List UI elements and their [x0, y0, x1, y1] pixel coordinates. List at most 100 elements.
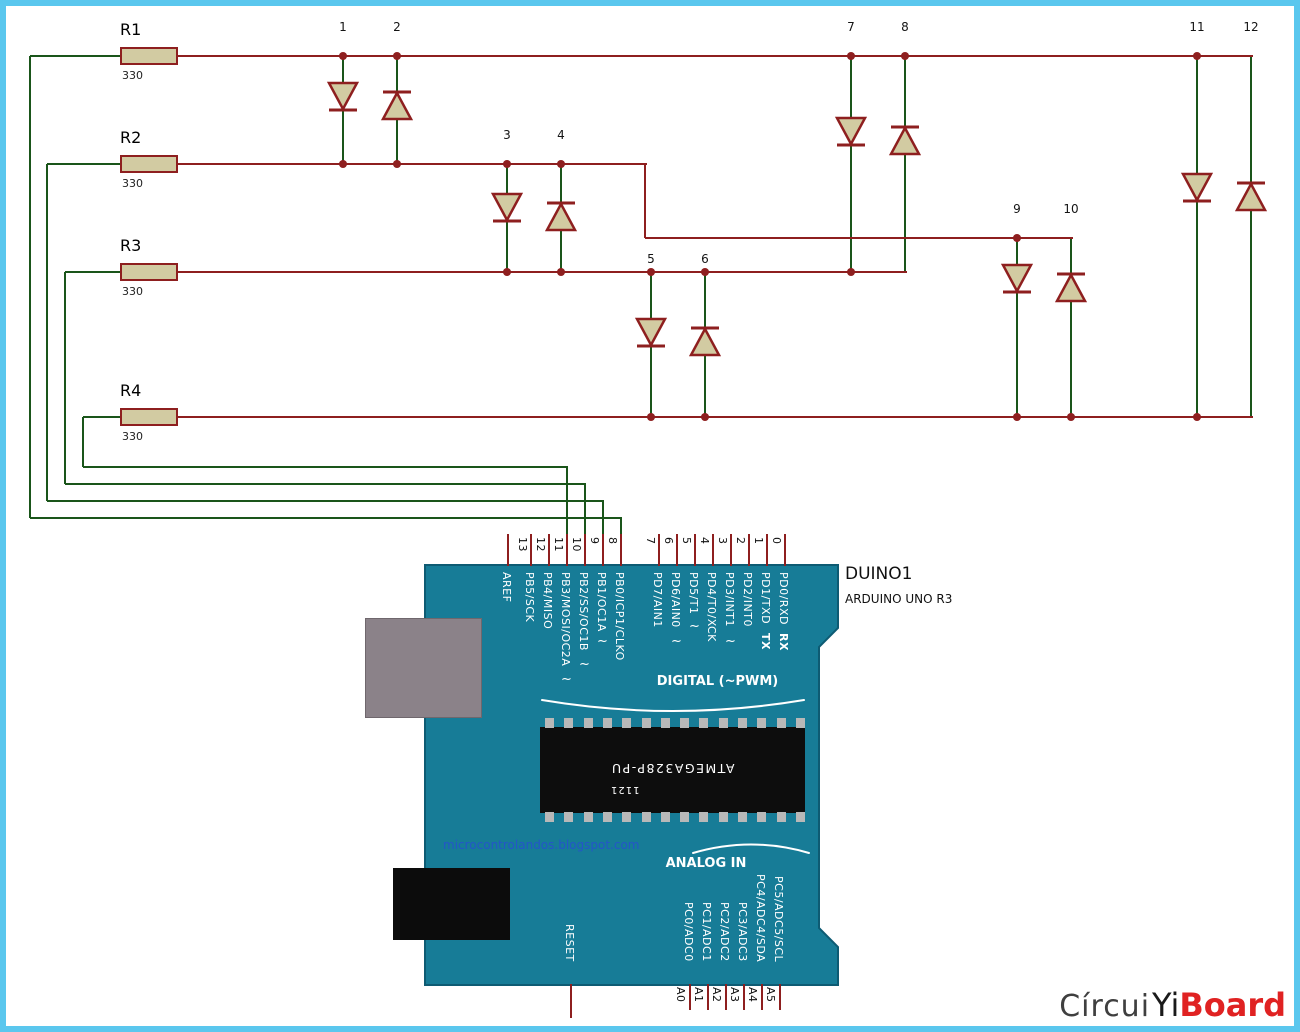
digital-brace — [541, 699, 805, 712]
pin-stub[interactable] — [676, 534, 678, 566]
resistor-body[interactable] — [120, 408, 178, 426]
wire[interactable] — [83, 466, 568, 468]
analog-pin-name: PC3/ADC3 — [736, 902, 749, 962]
wire[interactable] — [584, 484, 586, 534]
usb-connector[interactable] — [365, 618, 482, 718]
pin-number: 11 — [552, 537, 565, 552]
wire[interactable] — [178, 416, 1253, 418]
ic-pin — [622, 812, 632, 822]
pin-name: PB1/OC1A — [595, 572, 608, 632]
pin-name: PD1/TXD — [759, 572, 772, 625]
pin-number: 8 — [606, 537, 619, 545]
analog-pin-number: A3 — [728, 987, 741, 1003]
wire[interactable] — [850, 56, 852, 272]
wire[interactable] — [29, 56, 31, 518]
led-symbol[interactable] — [834, 112, 868, 160]
pin-stub[interactable] — [712, 534, 714, 566]
led-symbol[interactable] — [634, 313, 668, 361]
wire[interactable] — [30, 55, 120, 57]
pin-stub[interactable] — [548, 534, 550, 566]
resistor-body[interactable] — [120, 47, 178, 65]
pin-stub[interactable] — [658, 534, 660, 566]
analog-pin-stub[interactable] — [689, 984, 691, 1010]
pin-stub[interactable] — [748, 534, 750, 566]
mcu-chip[interactable]: ATMEGA328P-PU 1121 — [540, 727, 805, 813]
mcu-part-number: ATMEGA328P-PU — [610, 761, 735, 776]
pin-stub[interactable] — [507, 534, 509, 566]
tx-label: TX — [759, 632, 772, 650]
wire[interactable] — [566, 467, 568, 534]
pin-stub[interactable] — [620, 534, 622, 566]
led-number: 3 — [503, 128, 511, 142]
analog-pin-stub[interactable] — [761, 984, 763, 1010]
wire[interactable] — [1196, 56, 1198, 417]
resistor-ref: R4 — [120, 381, 142, 400]
wire[interactable] — [620, 518, 622, 534]
pin-stub[interactable] — [530, 534, 532, 566]
pin-stub[interactable] — [766, 534, 768, 566]
led-symbol[interactable] — [1234, 168, 1268, 216]
led-number: 10 — [1063, 202, 1079, 216]
pin-stub[interactable] — [784, 534, 786, 566]
wire[interactable] — [47, 163, 120, 165]
reset-pin-stub[interactable] — [570, 984, 572, 1018]
led-symbol[interactable] — [490, 188, 524, 236]
led-symbol[interactable] — [888, 112, 922, 160]
led-symbol[interactable] — [1054, 259, 1088, 307]
analog-pin-number: A1 — [692, 987, 705, 1003]
pin-number: 2 — [734, 537, 747, 545]
analog-pin-name: PC0/ADC0 — [682, 902, 695, 962]
analog-pin-stub[interactable] — [725, 984, 727, 1010]
wire[interactable] — [1070, 238, 1072, 417]
wire[interactable] — [82, 417, 84, 467]
led-symbol[interactable] — [326, 77, 360, 125]
resistor-value: 330 — [122, 285, 143, 298]
wire[interactable] — [904, 56, 906, 272]
pin-stub[interactable] — [584, 534, 586, 566]
wire[interactable] — [178, 271, 907, 273]
led-symbol[interactable] — [1000, 259, 1034, 307]
junction-dot — [339, 160, 347, 168]
wire[interactable] — [178, 55, 1253, 57]
resistor-value: 330 — [122, 177, 143, 190]
analog-pin-number: A2 — [710, 987, 723, 1003]
wire[interactable] — [644, 164, 646, 238]
wire[interactable] — [65, 271, 120, 273]
analog-pin-name: PC2/ADC2 — [718, 902, 731, 962]
led-number: 9 — [1013, 202, 1021, 216]
analog-pin-stub[interactable] — [779, 984, 781, 1010]
pin-name: PD3/INT1 — [723, 572, 736, 627]
junction-dot — [847, 52, 855, 60]
arduino-type: ARDUINO UNO R3 — [845, 592, 953, 606]
pin-stub[interactable] — [730, 534, 732, 566]
analog-pin-stub[interactable] — [707, 984, 709, 1010]
resistor-body[interactable] — [120, 155, 178, 173]
analog-pin-stub[interactable] — [743, 984, 745, 1010]
led-symbol[interactable] — [544, 188, 578, 236]
pin-stub[interactable] — [602, 534, 604, 566]
wire[interactable] — [64, 272, 66, 484]
wire[interactable] — [65, 483, 586, 485]
wire[interactable] — [30, 517, 622, 519]
resistor-ref: R2 — [120, 128, 142, 147]
wire[interactable] — [1250, 56, 1252, 417]
wire[interactable] — [83, 416, 120, 418]
wire[interactable] — [645, 237, 1073, 239]
pin-stub[interactable] — [694, 534, 696, 566]
pin-number: 6 — [662, 537, 675, 545]
watermark-part2: Yi — [1152, 986, 1180, 1024]
led-symbol[interactable] — [1180, 168, 1214, 216]
wire[interactable] — [602, 501, 604, 534]
resistor-body[interactable] — [120, 263, 178, 281]
pin-number: 3 — [716, 537, 729, 545]
led-symbol[interactable] — [380, 77, 414, 125]
wire[interactable] — [47, 500, 604, 502]
pin-stub[interactable] — [566, 534, 568, 566]
wire[interactable] — [46, 164, 48, 501]
wire[interactable] — [178, 163, 647, 165]
led-symbol[interactable] — [688, 313, 722, 361]
wire[interactable] — [1016, 238, 1018, 417]
power-jack[interactable] — [393, 868, 510, 940]
ic-pin — [776, 718, 786, 728]
ic-pin — [757, 718, 767, 728]
